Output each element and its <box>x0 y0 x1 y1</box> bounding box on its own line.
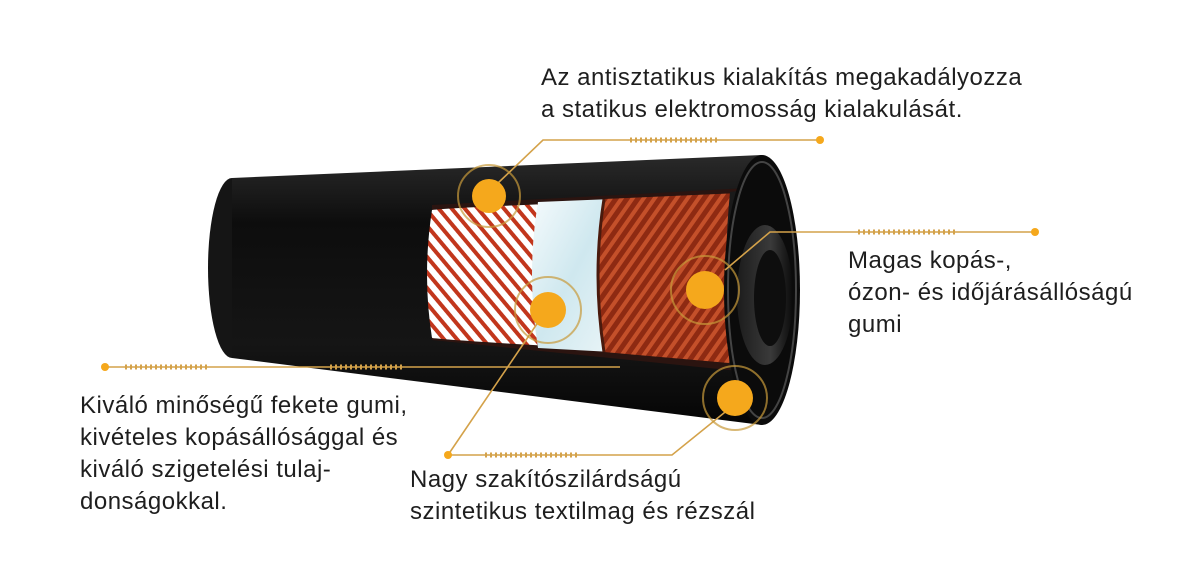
copper-wire-layer <box>598 193 740 364</box>
callout-line: szintetikus textilmag és rézszál <box>410 498 756 525</box>
callout-line: kiváló szigetelési tulaj- <box>80 456 332 483</box>
callout-line: kivételes kopásállósággal és <box>80 424 399 451</box>
copper-edge <box>596 198 606 353</box>
marker-antistatic <box>457 164 521 228</box>
callout-textile-core: Nagy szakítószilárdságú szintetikus text… <box>410 464 755 528</box>
hose-body <box>208 155 800 425</box>
callout-line: Az antisztatikus kialakítás megakadályoz… <box>541 64 1023 91</box>
marker-dot <box>472 179 506 213</box>
leader-abrasion <box>724 231 1035 271</box>
leader-dot-rubber <box>101 363 109 371</box>
callout-line: Kiváló minőségű fekete gumi, <box>80 392 408 419</box>
leader-dot-abrasion <box>1031 228 1039 236</box>
callout-line: Nagy szakítószilárdságú <box>410 466 682 493</box>
leader-dot-antistatic <box>816 136 824 144</box>
callout-line: donságokkal. <box>80 488 228 515</box>
hose-bore-inner <box>754 250 786 346</box>
callout-line: gumi <box>848 311 903 338</box>
marker-textile <box>514 276 582 344</box>
leader-antistatic <box>496 139 820 185</box>
hose-right-rim <box>727 161 797 419</box>
leader-dot-textile <box>444 451 452 459</box>
marker-dot <box>686 271 724 309</box>
leader-lines <box>105 137 1035 458</box>
callout-line: a statikus elektromosság kialakulását. <box>541 96 963 123</box>
callout-line: Magas kopás-, <box>848 247 1012 274</box>
marker-dot <box>530 292 566 328</box>
marker-dot <box>717 380 753 416</box>
marker-abrasion <box>670 255 740 325</box>
leader-end-dots <box>101 136 1039 459</box>
textile-stripe-layer <box>427 204 548 346</box>
callout-abrasion-resistant-rubber: Magas kopás-, ózon- és időjárásállóságú … <box>848 245 1133 341</box>
callout-antistatic: Az antisztatikus kialakítás megakadályoz… <box>541 62 1022 126</box>
marker-rubber <box>702 365 768 431</box>
callout-line: ózon- és időjárásállóságú <box>848 279 1133 306</box>
callout-black-rubber: Kiváló minőségű fekete gumi, kivételes k… <box>80 390 408 518</box>
